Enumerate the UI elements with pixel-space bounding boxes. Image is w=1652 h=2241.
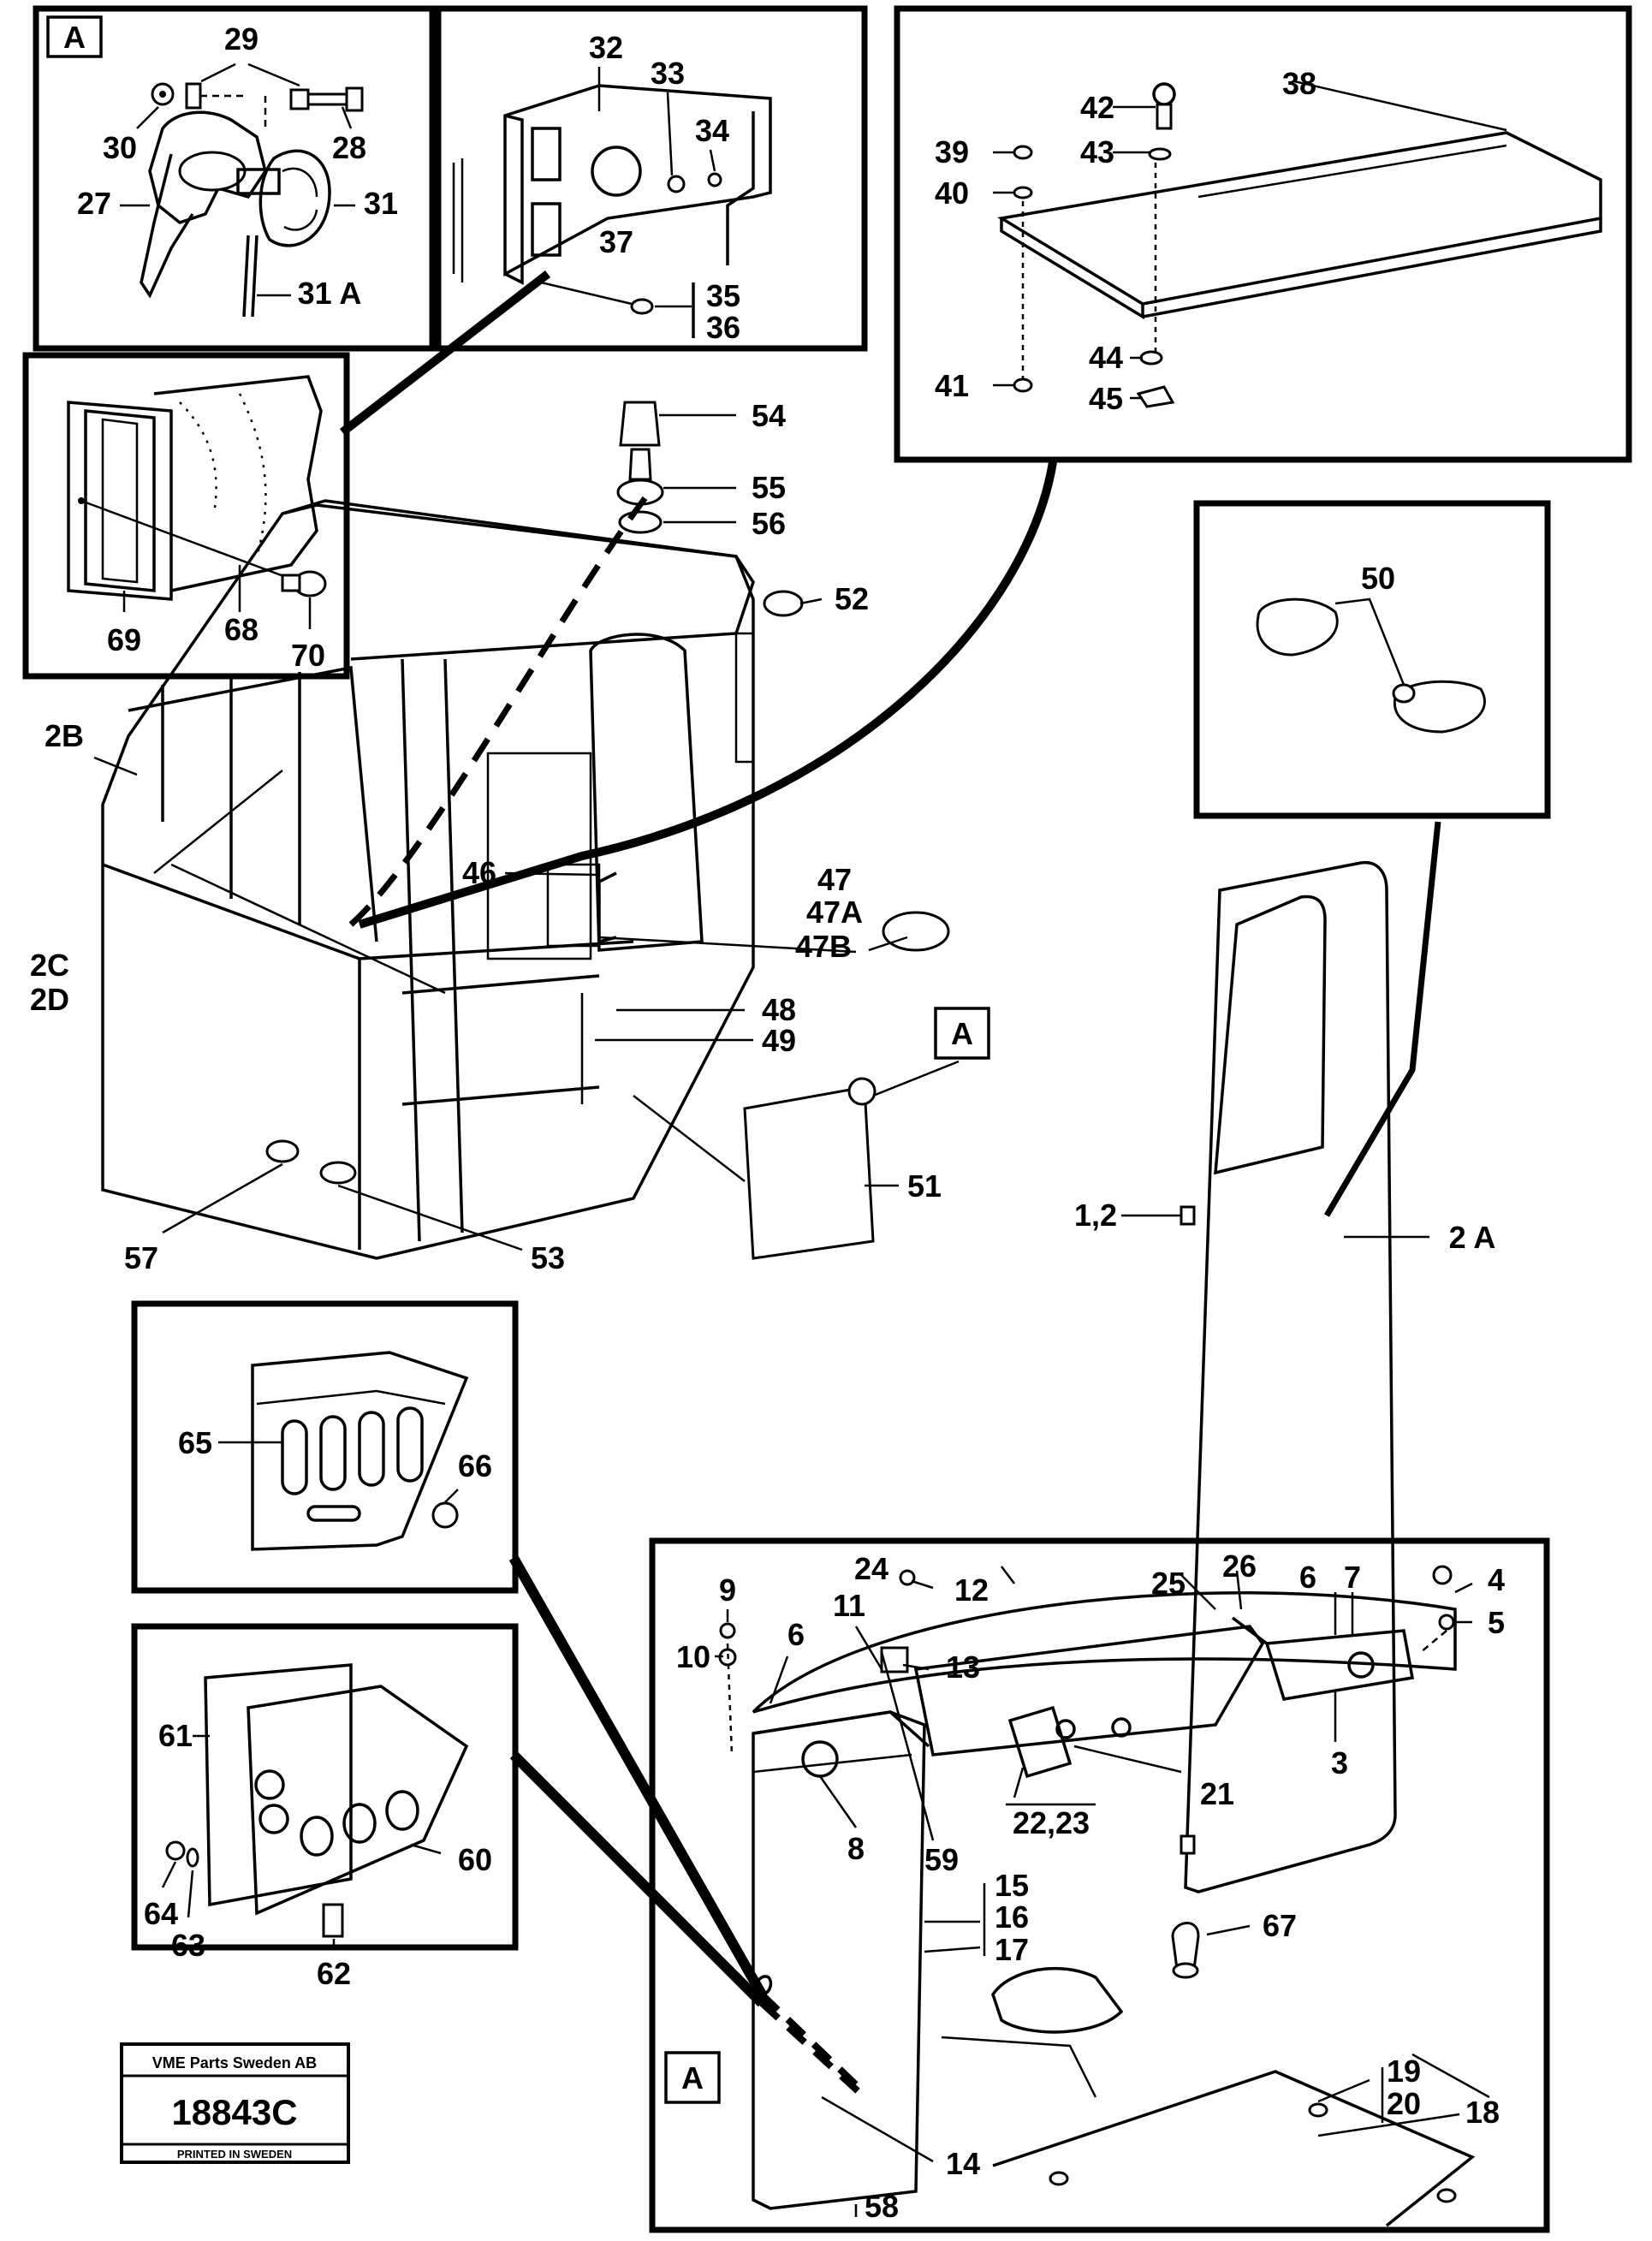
label-37: 37: [599, 224, 633, 259]
label-6a: 6: [787, 1617, 805, 1652]
label-28: 28: [332, 130, 366, 165]
label-2a: 2 A: [1449, 1220, 1496, 1255]
label-58: 58: [865, 2189, 899, 2224]
label-41: 41: [935, 368, 969, 403]
label-2d: 2D: [30, 982, 69, 1017]
label-34: 34: [695, 113, 729, 148]
label-12: 12: [954, 1572, 989, 1608]
label-42: 42: [1080, 90, 1114, 125]
shelf-detail-panel: 38 42 43 39 40 41 44 45: [894, 5, 1632, 463]
stamp-number: 18843C: [171, 2092, 297, 2132]
instrument-box-panel: 61 60 64 63 62: [131, 1623, 519, 1991]
stamp-printed: PRINTED IN SWEDEN: [177, 2148, 292, 2161]
label-26: 26: [1222, 1548, 1257, 1584]
label-64: 64: [144, 1896, 178, 1931]
label-62: 62: [317, 1956, 351, 1991]
label-25: 25: [1151, 1566, 1186, 1601]
label-27: 27: [77, 186, 111, 221]
label-49: 49: [762, 1023, 796, 1058]
label-2b: 2B: [45, 718, 84, 753]
label-14: 14: [946, 2146, 980, 2181]
label-50: 50: [1361, 561, 1395, 596]
label-33: 33: [651, 56, 685, 91]
label-21: 21: [1200, 1776, 1234, 1811]
latch-detail-panel: A 29 30 28 27 31 31 A: [33, 5, 442, 352]
label-54: 54: [752, 398, 786, 433]
bracket-plate-panel: 65 66: [131, 1300, 519, 1594]
label-31: 31: [364, 186, 398, 221]
label-13: 13: [946, 1650, 980, 1685]
label-4: 4: [1488, 1562, 1505, 1597]
cab-body: 54 55 56 52 2B 2C 2D 46 47 47A 47B 48 49…: [30, 398, 990, 1275]
label-29: 29: [224, 21, 258, 56]
label-65: 65: [178, 1425, 212, 1460]
label-47a: 47A: [806, 895, 863, 930]
label-31a: 31 A: [298, 276, 362, 311]
label-19: 19: [1387, 2054, 1421, 2089]
label-51: 51: [907, 1168, 942, 1204]
label-8: 8: [847, 1831, 865, 1866]
label-11: 11: [833, 1588, 865, 1623]
label-48: 48: [762, 992, 796, 1027]
label-44: 44: [1089, 340, 1123, 375]
label-68: 68: [224, 612, 258, 647]
label-3: 3: [1331, 1745, 1348, 1780]
label-7: 7: [1344, 1560, 1361, 1595]
label-53: 53: [531, 1240, 565, 1275]
label-35: 35: [706, 278, 740, 313]
label-15: 15: [995, 1868, 1029, 1903]
label-70: 70: [291, 638, 325, 673]
label-18: 18: [1465, 2095, 1500, 2130]
dashboard-detail-panel: A 9 10 6 11 24 12 13 8 59 22,23: [649, 1537, 1550, 2233]
panel-callout-a: A: [63, 20, 86, 55]
label-30: 30: [103, 130, 137, 165]
label-56: 56: [752, 506, 786, 541]
label-52: 52: [835, 581, 869, 616]
label-36: 36: [706, 310, 740, 345]
label-20: 20: [1387, 2086, 1421, 2121]
label-32: 32: [589, 30, 623, 65]
label-22-23: 22,23: [1013, 1805, 1090, 1840]
label-5: 5: [1488, 1605, 1505, 1640]
label-61: 61: [158, 1718, 193, 1753]
publisher-stamp: VME Parts Sweden AB 18843C PRINTED IN SW…: [120, 2042, 350, 2164]
label-40: 40: [935, 175, 969, 211]
label-67: 67: [1263, 1908, 1297, 1943]
label-10: 10: [676, 1639, 710, 1674]
label-17: 17: [995, 1932, 1029, 1967]
knob-detail-panel: 50: [1193, 500, 1551, 819]
label-43: 43: [1080, 134, 1114, 169]
label-39: 39: [935, 134, 969, 169]
seal-detail-panel: 69 68 70: [22, 352, 350, 680]
label-63: 63: [171, 1928, 205, 1963]
label-16: 16: [995, 1899, 1029, 1935]
label-55: 55: [752, 470, 786, 505]
label-69: 69: [107, 622, 141, 657]
bottom-callout-a: A: [681, 2060, 704, 2095]
label-47: 47: [817, 862, 852, 897]
door-part: 1,2 2 A: [1074, 860, 1496, 1893]
label-6b: 6: [1299, 1560, 1316, 1595]
label-57: 57: [124, 1240, 158, 1275]
label-24: 24: [854, 1551, 888, 1586]
label-66: 66: [458, 1448, 492, 1483]
label-1-2: 1,2: [1074, 1198, 1117, 1233]
label-46: 46: [462, 855, 496, 890]
label-2c: 2C: [30, 948, 69, 983]
label-47b: 47B: [795, 929, 852, 964]
stamp-company: VME Parts Sweden AB: [152, 2054, 317, 2072]
bracket-detail-panel: 32 33 34 37 35 36: [429, 5, 868, 352]
label-9: 9: [719, 1572, 736, 1608]
label-59: 59: [924, 1842, 959, 1877]
label-38: 38: [1282, 66, 1316, 101]
cab-callout-a: A: [951, 1016, 973, 1051]
label-60: 60: [458, 1842, 492, 1877]
label-45: 45: [1089, 381, 1123, 416]
